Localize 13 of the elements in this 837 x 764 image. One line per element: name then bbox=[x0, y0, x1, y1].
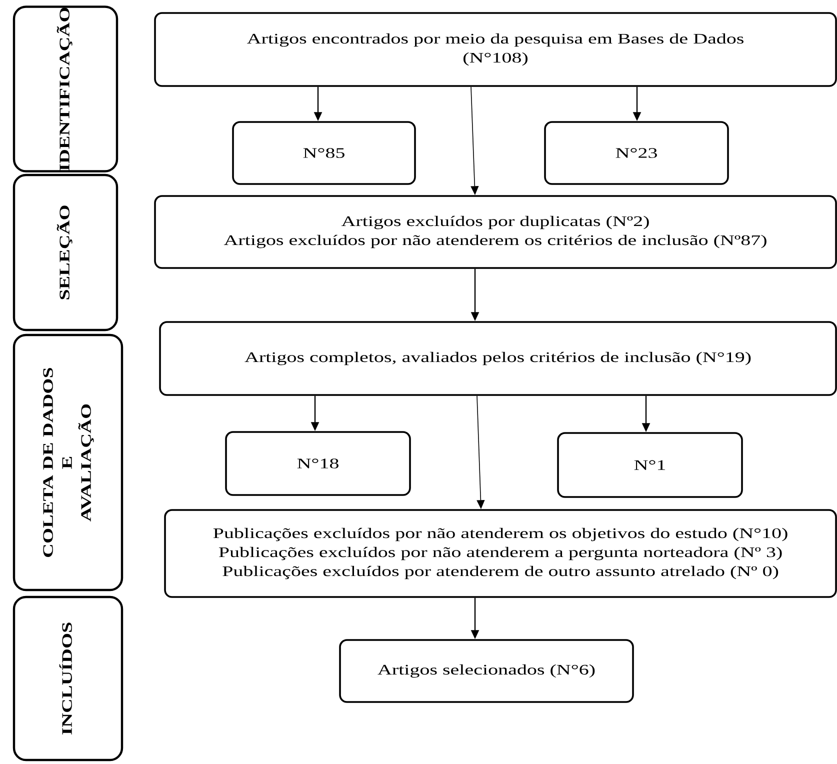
process-box: Publicações excluídos por não atenderem os objetivos do estudo (N°10) Publicações excluídos por não atenderem a pergunta norteadora (Nº 3) Publicações excluídos por atenderem de outro assunto atrelado (Nº 0) bbox=[164, 509, 837, 598]
process-box: Artigos selecionados (N°6) bbox=[339, 639, 634, 703]
process-box: Artigos encontrados por meio da pesquisa em Bases de Dados (N°108) bbox=[154, 12, 837, 87]
stage-box: SELEÇÃO bbox=[12, 174, 118, 332]
stage-box: IDENTIFICAÇÃO bbox=[12, 6, 118, 172]
process-box: Artigos completos, avaliados pelos critérios de inclusão (N°19) bbox=[159, 321, 837, 396]
process-box: N°85 bbox=[232, 121, 416, 185]
process-box: N°1 bbox=[557, 432, 743, 498]
process-box: N°23 bbox=[544, 121, 729, 185]
process-box: Artigos excluídos por duplicatas (Nº2) Artigos excluídos por não atenderem os critérios de inclusão (Nº87) bbox=[154, 195, 837, 269]
process-box: N°18 bbox=[225, 431, 411, 496]
stage-box: INCLUÍDOS bbox=[12, 596, 124, 762]
stage-box: COLETA DE DADOS E AVALIAÇÃO bbox=[12, 334, 124, 592]
